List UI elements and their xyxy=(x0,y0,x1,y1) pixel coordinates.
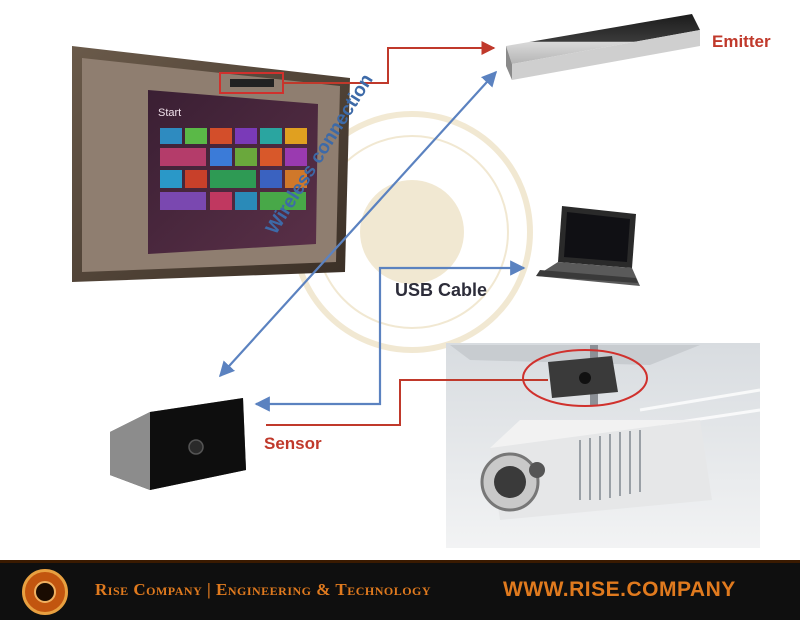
usb-cable-label: USB Cable xyxy=(395,280,488,300)
screen-start-text: Start xyxy=(158,107,181,119)
company-logo-icon xyxy=(22,569,68,615)
emitter-label: Emitter xyxy=(712,32,771,51)
emitter-device xyxy=(506,14,700,80)
footer-bar: Rise Company | Engineering & Technology … xyxy=(0,560,800,620)
footer-website-link[interactable]: WWW.RISE.COMPANY xyxy=(503,578,736,601)
footer-company-name: Rise Company | Engineering & Technology xyxy=(95,580,432,599)
projector-photo xyxy=(446,343,761,548)
laptop xyxy=(536,206,640,286)
usb-cable-arrow xyxy=(254,260,526,412)
sensor-label: Sensor xyxy=(264,434,322,453)
company-logo-core xyxy=(34,581,56,603)
sensor-device xyxy=(110,398,246,490)
diagram-canvas: Start xyxy=(72,14,761,548)
